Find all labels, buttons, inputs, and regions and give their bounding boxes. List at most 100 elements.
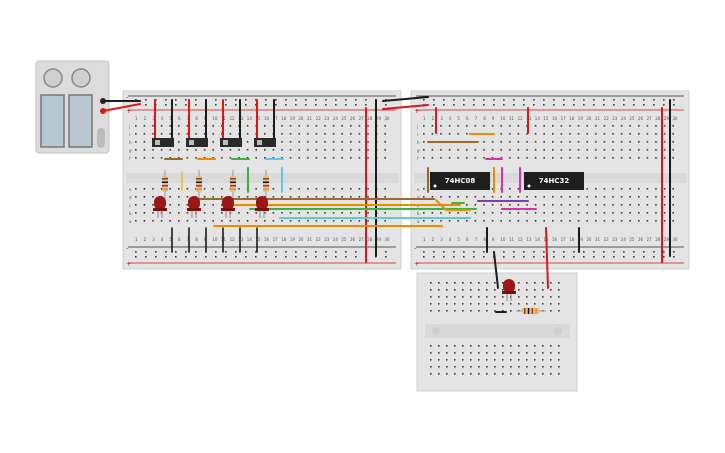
hole[interactable] [595, 220, 597, 222]
hole[interactable] [509, 220, 511, 222]
hole[interactable] [221, 220, 223, 222]
hole[interactable] [629, 157, 631, 159]
ic-chip-74hc08[interactable]: 74HC08 [430, 172, 490, 190]
hole[interactable] [457, 157, 459, 159]
hole[interactable] [483, 157, 485, 159]
hole[interactable] [135, 157, 137, 159]
hole[interactable] [315, 149, 318, 151]
hole[interactable] [518, 345, 520, 347]
hole[interactable] [385, 251, 387, 253]
hole[interactable] [350, 220, 352, 222]
hole[interactable] [203, 220, 206, 222]
hole[interactable] [526, 352, 528, 354]
hole[interactable] [491, 125, 494, 127]
hole[interactable] [577, 149, 580, 151]
hole[interactable] [265, 99, 267, 101]
hole[interactable] [238, 212, 240, 214]
hole[interactable] [186, 196, 189, 198]
hole[interactable] [470, 352, 472, 354]
hole[interactable] [486, 373, 488, 375]
hole[interactable] [332, 141, 335, 143]
hole[interactable] [623, 99, 625, 101]
hole[interactable] [603, 220, 606, 222]
hole[interactable] [470, 310, 472, 312]
hole[interactable] [345, 104, 347, 106]
hole[interactable] [586, 157, 588, 159]
hole[interactable] [542, 296, 544, 298]
hole[interactable] [612, 204, 614, 206]
hole[interactable] [440, 220, 442, 222]
hole[interactable] [474, 204, 477, 206]
hole[interactable] [315, 104, 317, 106]
hole[interactable] [474, 212, 477, 214]
hole[interactable] [502, 345, 504, 347]
hole[interactable] [517, 220, 520, 222]
hole[interactable] [221, 133, 223, 135]
hole[interactable] [365, 99, 367, 101]
hole[interactable] [573, 99, 575, 101]
hole[interactable] [542, 289, 544, 291]
hole[interactable] [457, 125, 459, 127]
hole[interactable] [646, 157, 649, 159]
hole[interactable] [281, 141, 283, 143]
hole[interactable] [646, 212, 649, 214]
hole[interactable] [245, 104, 247, 106]
hole[interactable] [478, 366, 480, 368]
hole[interactable] [454, 310, 456, 312]
hole[interactable] [350, 188, 352, 190]
hole[interactable] [255, 256, 257, 258]
hole[interactable] [135, 220, 137, 222]
hole[interactable] [638, 220, 640, 222]
hole[interactable] [629, 141, 631, 143]
hole[interactable] [483, 99, 485, 101]
hole[interactable] [646, 149, 649, 151]
hole[interactable] [620, 204, 623, 206]
hole[interactable] [384, 149, 386, 151]
switch-body[interactable] [152, 138, 174, 147]
hole[interactable] [663, 196, 666, 198]
hole[interactable] [358, 220, 361, 222]
hole[interactable] [238, 196, 240, 198]
hole[interactable] [255, 212, 257, 214]
hole[interactable] [462, 352, 464, 354]
hole[interactable] [298, 133, 300, 135]
hole[interactable] [638, 149, 640, 151]
hole[interactable] [672, 141, 674, 143]
hole[interactable] [307, 149, 309, 151]
hole[interactable] [603, 212, 606, 214]
hole[interactable] [446, 282, 448, 284]
hole[interactable] [155, 251, 157, 253]
hole[interactable] [350, 196, 352, 198]
hole[interactable] [629, 220, 631, 222]
hole[interactable] [462, 289, 464, 291]
hole[interactable] [502, 289, 504, 291]
hole[interactable] [543, 149, 545, 151]
hole[interactable] [446, 352, 448, 354]
hole[interactable] [473, 251, 475, 253]
hole[interactable] [563, 104, 565, 106]
hole[interactable] [446, 345, 448, 347]
hole[interactable] [438, 345, 440, 347]
hole[interactable] [534, 220, 537, 222]
hole[interactable] [175, 99, 177, 101]
hole[interactable] [307, 220, 309, 222]
hole[interactable] [638, 157, 640, 159]
hole[interactable] [503, 256, 505, 258]
hole[interactable] [478, 303, 480, 305]
hole[interactable] [518, 289, 520, 291]
hole[interactable] [595, 141, 597, 143]
hole[interactable] [324, 133, 326, 135]
hole[interactable] [542, 366, 544, 368]
hole[interactable] [655, 196, 657, 198]
hole[interactable] [595, 149, 597, 151]
hole[interactable] [324, 196, 326, 198]
hole[interactable] [324, 220, 326, 222]
hole[interactable] [463, 256, 465, 258]
hole[interactable] [245, 256, 247, 258]
jumper-wire[interactable] [102, 103, 141, 112]
hole[interactable] [543, 104, 545, 106]
hole[interactable] [473, 104, 475, 106]
hole[interactable] [586, 212, 588, 214]
hole[interactable] [433, 104, 435, 106]
hole[interactable] [643, 99, 645, 101]
